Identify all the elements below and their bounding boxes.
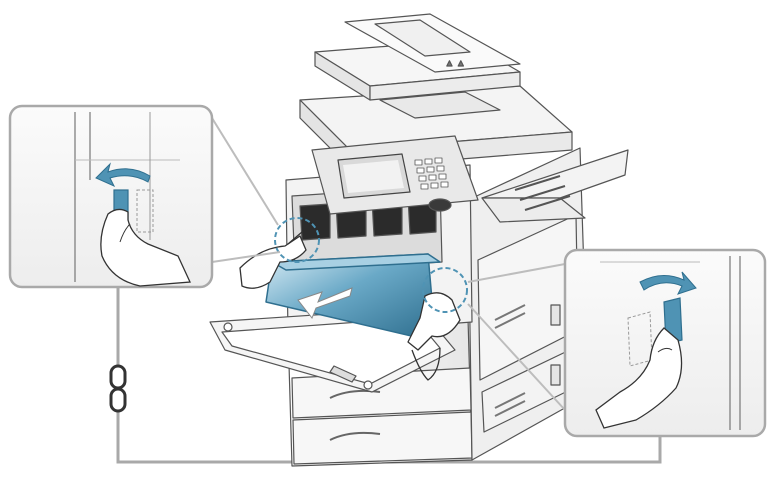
callout-leaders	[211, 117, 566, 411]
svg-text:▲ ▲: ▲ ▲	[445, 58, 465, 68]
detail-callout-right	[563, 248, 767, 438]
hand-pull-lever-icon-right	[595, 327, 683, 429]
lever-highlight-left	[274, 217, 320, 263]
output-tray	[481, 149, 629, 199]
paper-tray-2	[292, 411, 473, 465]
left-hand	[239, 231, 307, 289]
rotate-arrow-left-icon	[95, 162, 151, 188]
control-panel-keypad	[414, 157, 449, 190]
lever-highlight-right	[422, 267, 468, 313]
right-hand	[407, 292, 461, 381]
hand-pull-lever-icon	[100, 208, 191, 287]
printer-body: ▲ ▲	[209, 13, 629, 467]
rotate-arrow-right-icon	[639, 271, 697, 295]
tray-handle-1	[329, 389, 381, 399]
start-button	[428, 198, 452, 212]
chain-link-icon	[109, 364, 127, 413]
pull-direction-arrow	[297, 287, 353, 319]
detail-callout-left	[8, 104, 214, 289]
tray-handle-2	[329, 431, 381, 441]
